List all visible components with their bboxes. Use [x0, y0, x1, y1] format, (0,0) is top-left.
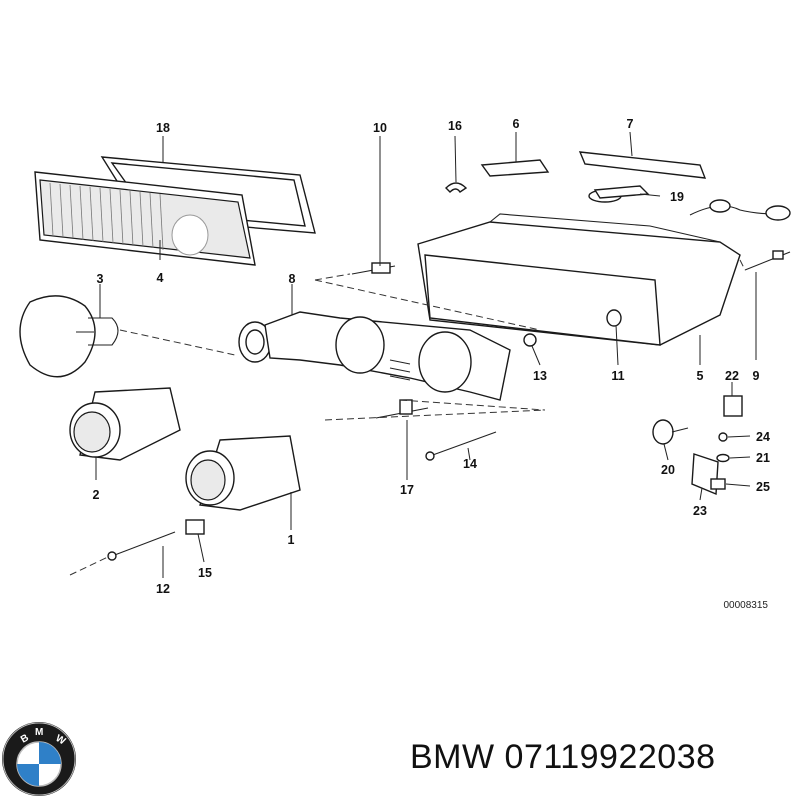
part-12-screw: [107, 531, 176, 561]
part-24-screw: [718, 432, 728, 442]
part-number-caption: BMW 07119922038: [410, 738, 716, 776]
callout-8: 8: [289, 272, 296, 286]
callout-19: 19: [670, 190, 684, 204]
drawing-code: 00008315: [724, 600, 769, 611]
part-1-headlight-unit: [185, 435, 301, 511]
part-8-bracket: [238, 311, 511, 401]
callout-23: 23: [693, 504, 707, 518]
callout-2: 2: [93, 488, 100, 502]
svg-text:M: M: [35, 727, 43, 738]
part-7-cover-plate: [578, 151, 707, 179]
part-21-washer: [716, 453, 730, 463]
part-6-cover: [480, 159, 550, 177]
part-13-nut: [523, 333, 537, 347]
callout-9: 9: [753, 369, 760, 383]
callout-16: 16: [448, 119, 462, 133]
part-14-long-screw: [425, 431, 497, 461]
callout-7: 7: [627, 117, 634, 131]
part-2-headlight-unit: [69, 387, 181, 461]
part-10-adjust-screw: [351, 262, 396, 275]
callout-21: 21: [756, 451, 770, 465]
callout-5: 5: [697, 369, 704, 383]
callout-18: 18: [156, 121, 170, 135]
callout-24: 24: [756, 430, 770, 444]
callout-12: 12: [156, 582, 170, 596]
part-5-housing: [417, 199, 791, 346]
part-19-grommet: [588, 185, 650, 203]
assembly-lines: [69, 259, 746, 576]
callout-4: 4: [157, 271, 164, 285]
part-17-bulb: [375, 399, 429, 419]
part-15-spacer: [185, 519, 205, 535]
callout-22: 22: [725, 369, 739, 383]
callout-20: 20: [661, 463, 675, 477]
part-11-bulb: [606, 309, 622, 327]
part-25-nut: [710, 478, 726, 490]
callout-17: 17: [400, 483, 414, 497]
bmw-logo: B M W: [2, 722, 76, 796]
callout-14: 14: [463, 457, 477, 471]
part-9-screw: [744, 250, 791, 271]
part-22-clip: [723, 395, 743, 417]
svg-text:B: B: [19, 732, 31, 745]
part-20-knob: [652, 419, 689, 445]
callout-15: 15: [198, 566, 212, 580]
callout-13: 13: [533, 369, 547, 383]
callout-11: 11: [611, 369, 624, 383]
part-4-lens: [34, 171, 256, 266]
part-3-reflector: [19, 295, 119, 378]
leader-lines: [95, 131, 757, 578]
callout-25: 25: [756, 480, 770, 494]
callout-1: 1: [288, 533, 295, 547]
callout-3: 3: [97, 272, 104, 286]
callout-6: 6: [513, 117, 520, 131]
callout-10: 10: [373, 121, 387, 135]
callouts: 18 4 3 8 10 16 6 7 19 5 9 11 13 2 1 17 1…: [93, 117, 770, 596]
part-16-clip: [445, 182, 468, 193]
